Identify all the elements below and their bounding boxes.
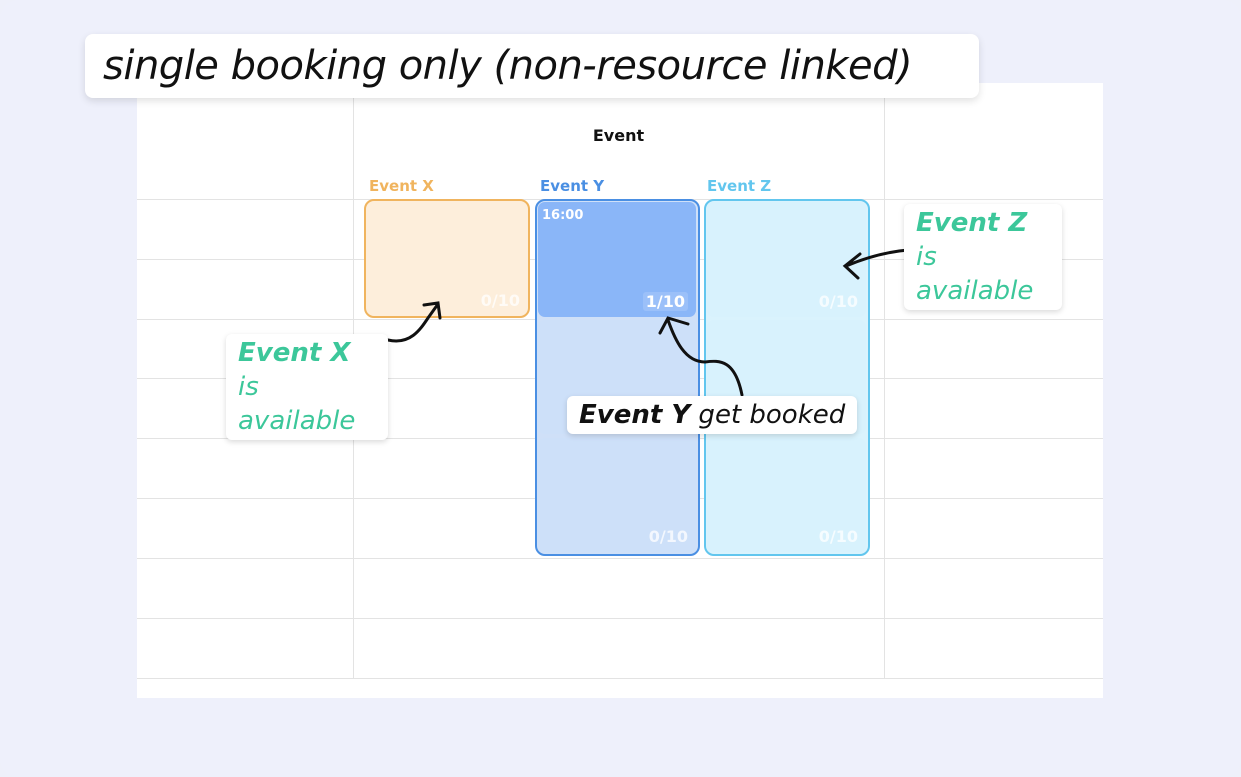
callout-text: available: [916, 276, 1034, 306]
slot-time: 16:00: [542, 208, 584, 223]
page-title: single booking only (non-resource linked…: [85, 34, 979, 98]
callout-bold: Event Y: [579, 400, 691, 430]
column-header-event-z: Event Z: [707, 177, 772, 195]
grid-line: [137, 618, 1103, 619]
event-z-column: 0/10 0/10: [704, 199, 870, 556]
grid-line: [137, 558, 1103, 559]
callout-bold: Event X: [238, 338, 351, 368]
event-y-column: 16:00 1/10 0/10: [535, 199, 700, 556]
column-header-event-y: Event Y: [540, 177, 605, 195]
slot-count: 0/10: [480, 291, 520, 310]
column-group-header: Event: [592, 126, 645, 145]
callout-text: get booked: [690, 400, 846, 430]
callout-text: available: [238, 406, 356, 436]
callout-bold: Event Z: [916, 208, 1028, 238]
callout-event-y: Event Y get booked: [567, 396, 858, 434]
event-y-slot[interactable]: 0/10: [538, 438, 696, 552]
slot-count: 0/10: [818, 292, 858, 311]
grid-divider: [884, 83, 885, 678]
event-z-slot[interactable]: 0/10: [707, 438, 866, 552]
event-x-slot[interactable]: 0/10: [364, 199, 530, 318]
callout-event-x: Event X is available: [226, 334, 388, 440]
slot-count: 0/10: [818, 527, 858, 546]
event-y-slot-booked[interactable]: 16:00 1/10: [538, 202, 696, 317]
slot-count: 0/10: [648, 527, 688, 546]
slot-count: 1/10: [642, 292, 688, 311]
grid-line: [137, 678, 1103, 679]
event-z-slot[interactable]: 0/10: [707, 202, 866, 317]
callout-event-z: Event Z is available: [904, 204, 1062, 310]
callout-text: is: [238, 372, 259, 402]
column-header-event-x: Event X: [369, 177, 434, 195]
callout-text: is: [916, 242, 937, 272]
